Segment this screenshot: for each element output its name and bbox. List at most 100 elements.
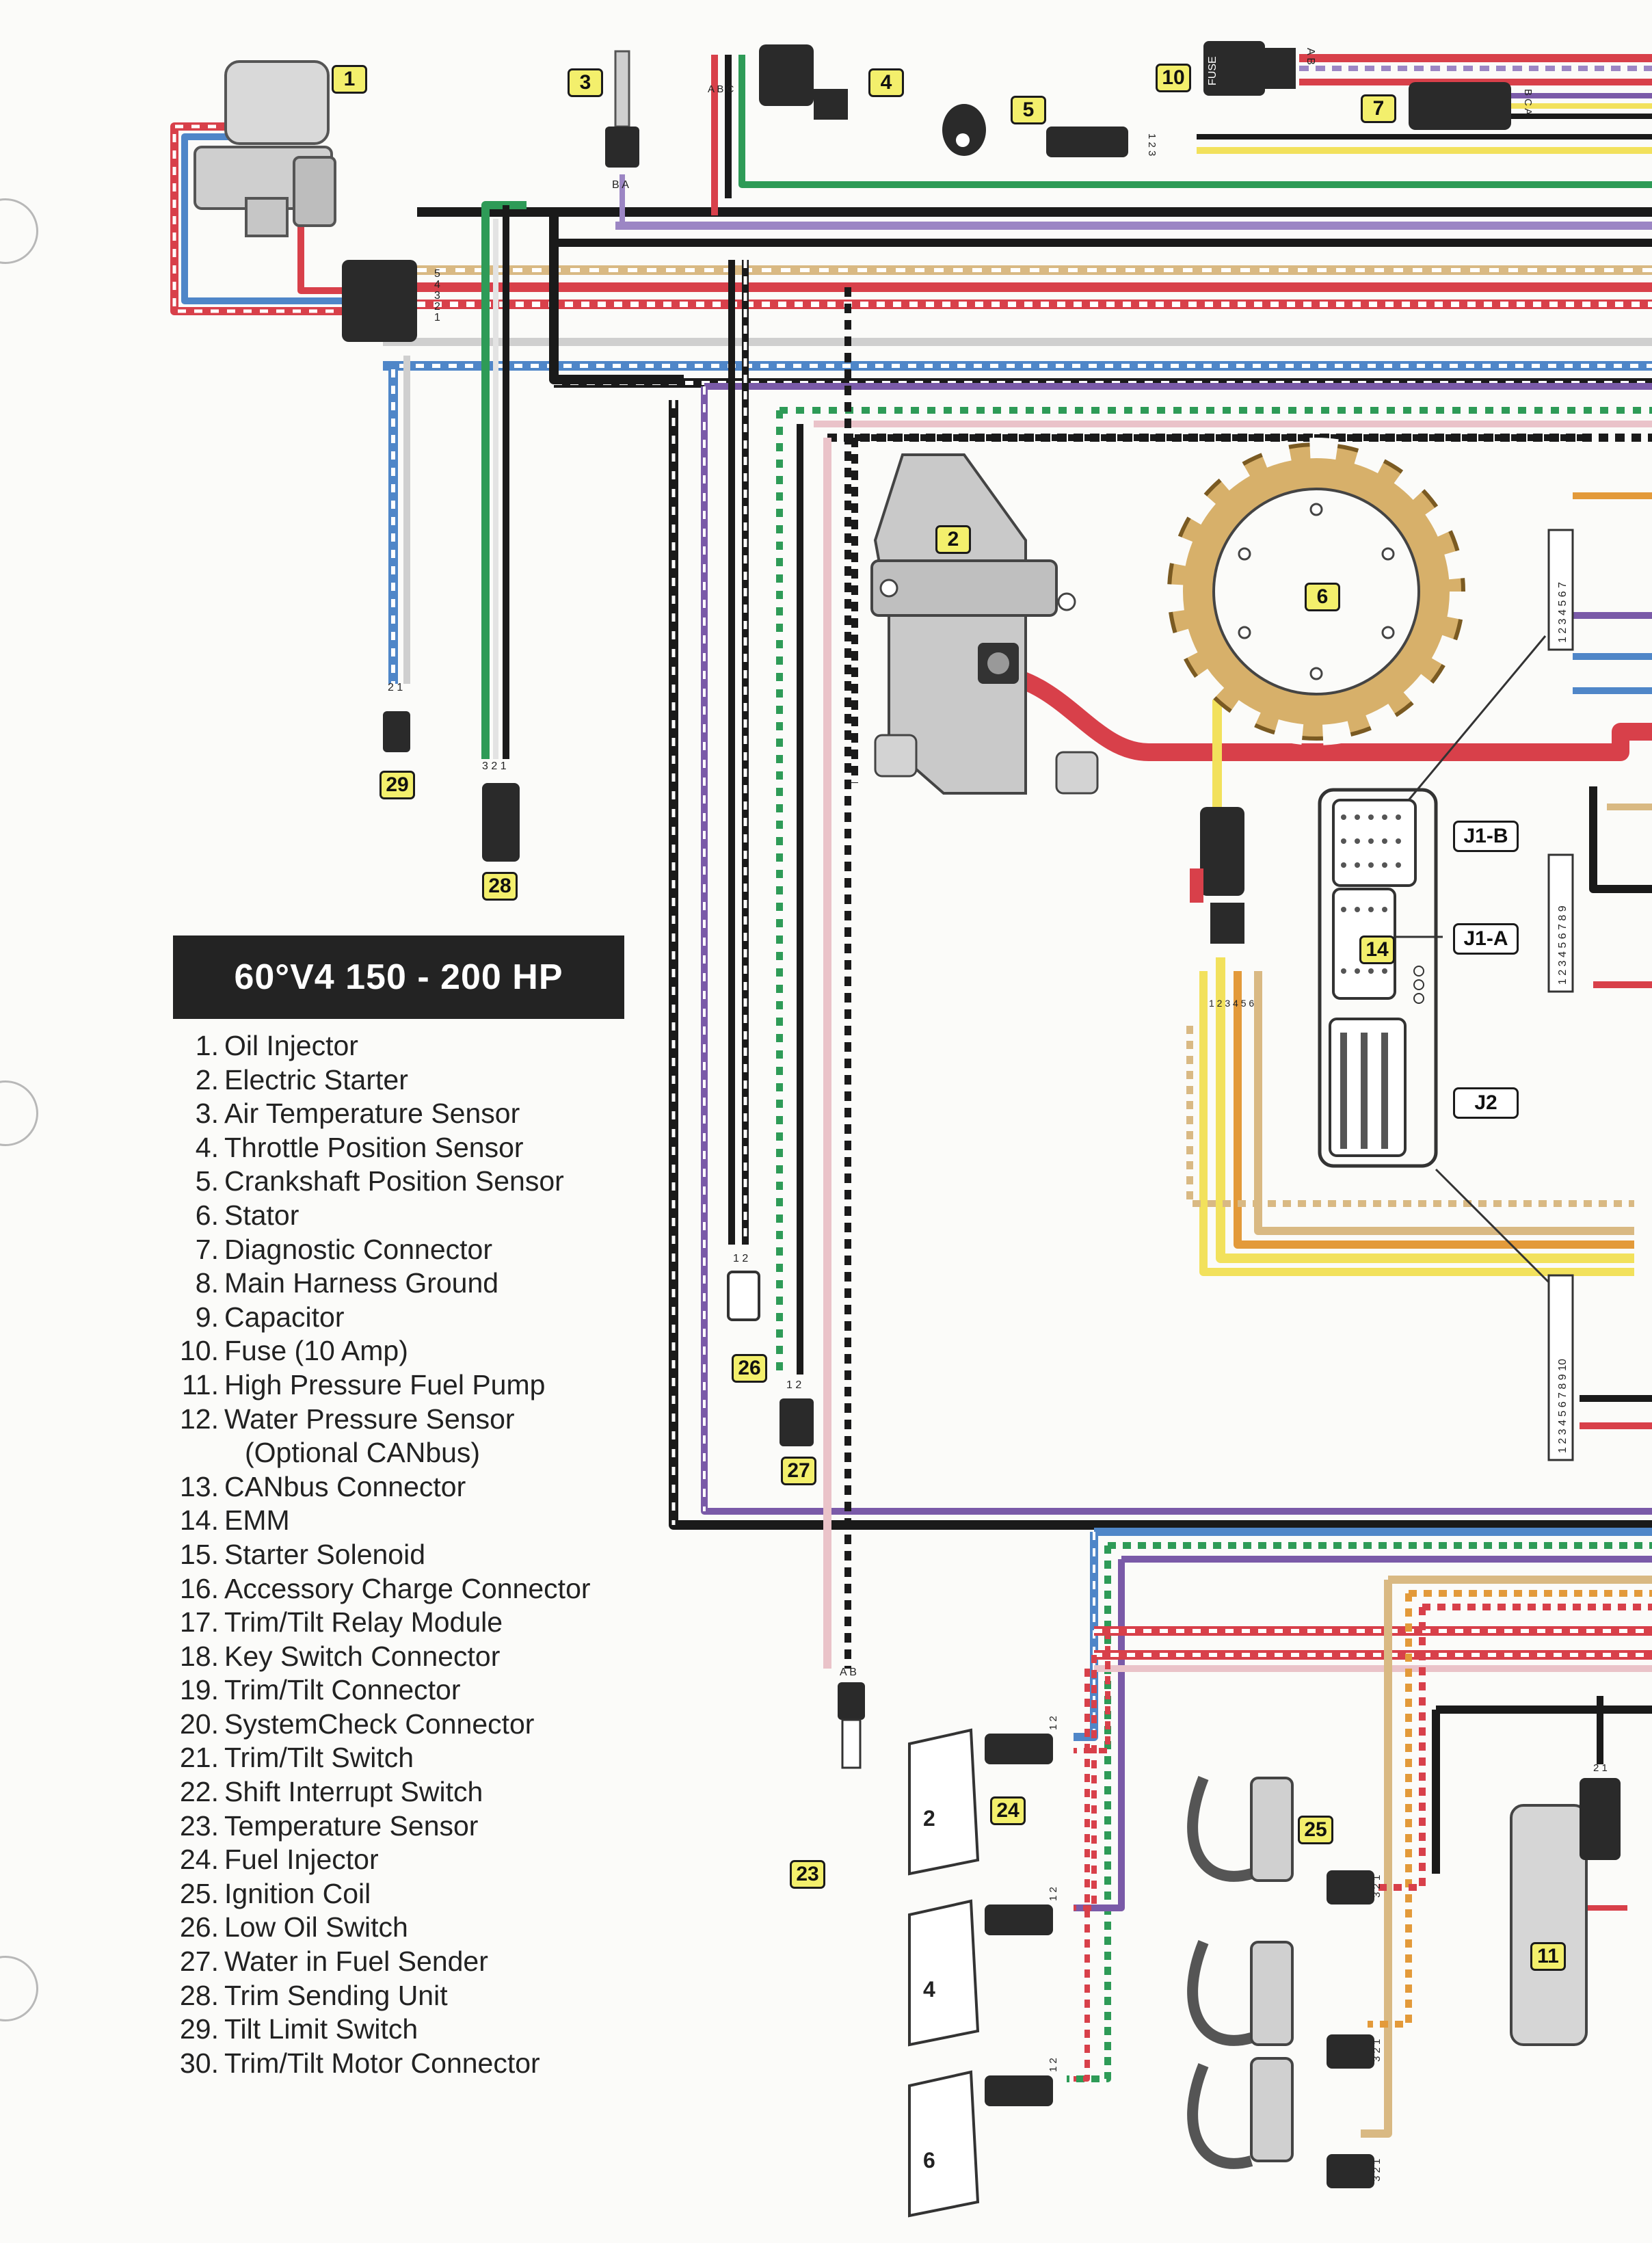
legend-item: 21.Trim/Tilt Switch: [180, 1742, 414, 1774]
component-trim-sending-unit: 3 2 1: [482, 760, 520, 862]
emm-pins-grid: [1340, 814, 1424, 1149]
legend-item: 8.Main Harness Ground: [195, 1267, 499, 1299]
component-crankshaft-sensor: 1 2 3: [942, 104, 1158, 157]
legend-item: 9.Capacitor: [195, 1301, 345, 1333]
component-throttle-position-sensor: A B C: [708, 44, 848, 120]
legend-item: 30.Trim/Tilt Motor Connector: [180, 2047, 540, 2079]
legend-item: 29.Tilt Limit Switch: [180, 2013, 418, 2045]
coil-pin-label: 3 2 1: [1371, 1875, 1383, 1898]
component-air-temp-sensor: B A: [605, 50, 639, 191]
component-diagnostic-connector: B C A: [1409, 82, 1534, 130]
wire-black-loop: [549, 212, 684, 384]
legend-item: 18.Key Switch Connector: [180, 1640, 501, 1672]
legend-item: 11.High Pressure Fuel Pump: [182, 1368, 546, 1401]
tag-stator: 6: [1305, 583, 1340, 611]
tag-fuel-pump: 11: [1530, 1942, 1566, 1971]
wire-black-left-drop: [669, 400, 1652, 1530]
tag-fuse: 10: [1156, 64, 1191, 92]
connector-j1a-label: J1-A: [1453, 923, 1519, 955]
wire-inner-box: [851, 434, 1586, 783]
legend-item: 7.Diagnostic Connector: [195, 1233, 492, 1265]
j1b-pin-strip: [1547, 529, 1574, 651]
legend-item: 6.Stator: [195, 1199, 299, 1231]
legend-item: 27.Water in Fuel Sender: [180, 1946, 488, 1978]
legend-item: 22.Shift Interrupt Switch: [180, 1776, 483, 1808]
low-oil-pins: 1 2: [733, 1253, 748, 1264]
injector-cyl-4: 4: [923, 1977, 935, 2002]
ckp-pins: 1 2 3: [1146, 133, 1158, 156]
wire-stator-orange: [1234, 971, 1634, 1249]
coil-pin-label: 3 2 1: [1371, 2039, 1383, 2062]
wire-coil-tan: [1361, 1576, 1652, 2138]
tag-fuel-injector: 24: [990, 1796, 1026, 1825]
wire-trim-send-green: [481, 201, 527, 759]
temp-pins: A B: [840, 1667, 857, 1678]
component-fuse: FUSE A B: [1203, 41, 1316, 96]
component-legend: 1.Oil Injector 2.Electric Starter 3.Air …: [164, 1029, 697, 2080]
tag-low-oil-switch: 26: [732, 1354, 767, 1383]
wire-j1a-black: [1589, 786, 1652, 893]
tag-crankshaft-sensor: 5: [1011, 96, 1046, 124]
inj-pin-label: 1 2: [1048, 1716, 1059, 1730]
fuse-pins: A B: [1305, 48, 1316, 65]
component-water-in-fuel-sender: 1 2: [780, 1379, 814, 1446]
component-temperature-sensor: A B: [838, 1667, 865, 1769]
component-tilt-limit-switch: 2 1: [383, 682, 410, 752]
inj-pin-label: 1 2: [1048, 1887, 1059, 1901]
air-temp-pins: B A: [612, 179, 629, 191]
tag-temperature-sensor: 23: [790, 1860, 825, 1889]
legend-item: 20.SystemCheck Connector: [180, 1708, 535, 1740]
coil-pin-label: 3 2 1: [1371, 2159, 1383, 2181]
wif-pins: 1 2: [786, 1379, 801, 1391]
fuse-text: FUSE: [1207, 56, 1218, 85]
j1a-pins-label: 1 2 3 4 5 6 7 8 9: [1557, 905, 1569, 985]
wire-oil-loop-red-dash: [172, 124, 383, 313]
diag-pins: B C A: [1522, 89, 1534, 115]
wire-low-green: [1067, 1542, 1652, 2082]
component-low-oil-switch: 1 2: [727, 1253, 760, 1321]
tag-electric-starter: 2: [935, 525, 971, 554]
wire-stator-yellow2: [1199, 971, 1634, 1276]
tilt-limit-pins: 2 1: [388, 682, 403, 693]
tag-trim-sending-unit: 28: [482, 872, 518, 901]
tag-air-temp-sensor: 3: [568, 68, 603, 97]
legend-item: 12.Water Pressure Sensor: [180, 1403, 515, 1435]
legend-item: 10.Fuse (10 Amp): [180, 1335, 408, 1367]
legend-item: 1.Oil Injector: [195, 1030, 358, 1061]
tag-water-in-fuel: 27: [781, 1457, 816, 1485]
harness-wires: [170, 54, 1652, 2138]
legend-item: 25.Ignition Coil: [180, 1877, 371, 1909]
legend-item: 19.Trim/Tilt Connector: [180, 1674, 461, 1706]
wire-oil-loop-blue: [181, 133, 383, 304]
trim-send-pins: 3 2 1: [482, 760, 507, 772]
legend-item: 15.Starter Solenoid: [180, 1538, 426, 1570]
pump-pin-label: 2 1: [1593, 1762, 1608, 1774]
tag-diagnostic-connector: 7: [1361, 94, 1396, 123]
legend-item: 17.Trim/Tilt Relay Module: [180, 1606, 503, 1638]
legend-item: 14.EMM: [180, 1504, 290, 1537]
wire-stator-yellow: [1212, 698, 1634, 1263]
legend-item: 24.Fuel Injector: [180, 1844, 379, 1876]
wire-stator-tan: [1254, 971, 1634, 1235]
connector-j1b-label: J1-B: [1453, 821, 1519, 852]
wire-coil-orange: [1368, 1590, 1652, 2028]
legend-item: 23.Temperature Sensor: [180, 1809, 479, 1842]
legend-item: 2.Electric Starter: [195, 1063, 408, 1096]
injector-cyl-2: 2: [923, 1806, 935, 1831]
wire-starter-cable: [996, 665, 1652, 761]
legend-item: 4.Throttle Position Sensor: [195, 1131, 524, 1163]
tag-ignition-coil: 25: [1298, 1816, 1333, 1844]
tag-emm: 14: [1359, 935, 1395, 964]
tps-pins: A B C: [708, 83, 734, 95]
inj-pin-label: 1 2: [1048, 2058, 1059, 2072]
tag-tilt-limit-switch: 29: [379, 771, 415, 799]
wire-coil-black: [1432, 1706, 1652, 1874]
legend-item: 28.Trim Sending Unit: [180, 1979, 448, 2011]
legend-item: 5.Crankshaft Position Sensor: [195, 1165, 564, 1197]
j1a-pin-strip: [1547, 853, 1574, 993]
wire-coil-red: [1368, 1604, 1652, 1891]
page-title: 60°V4 150 - 200 HP: [173, 935, 624, 1019]
